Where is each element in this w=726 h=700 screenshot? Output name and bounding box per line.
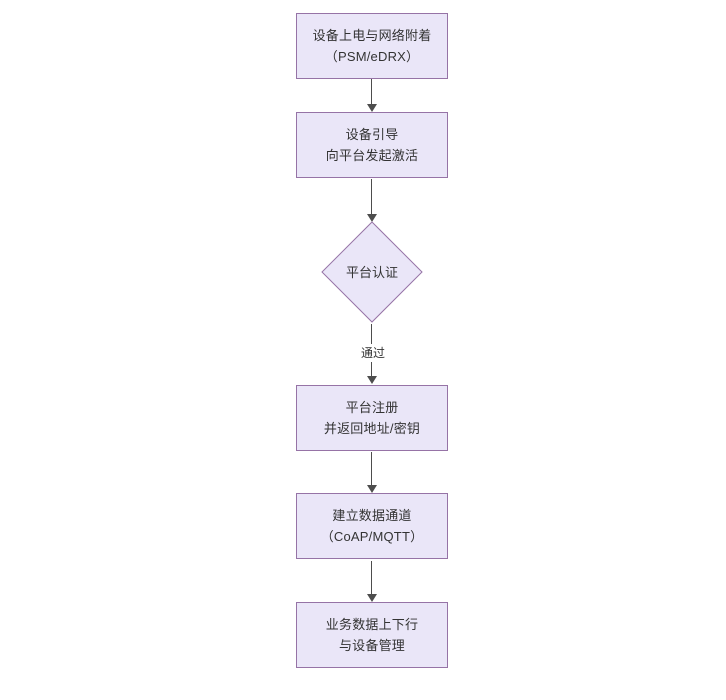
node-bootstrap-line2: 向平台发起激活 (325, 148, 419, 163)
node-data-channel[interactable]: 建立数据通道 （CoAP/MQTT） (296, 493, 448, 559)
connector-data-channel-to-business-data (371, 561, 372, 595)
node-data-channel-line1: 建立数据通道 (332, 508, 412, 523)
arrowhead-bootstrap (367, 104, 377, 112)
node-platform-register-line2: 并返回地址/密钥 (323, 421, 421, 436)
node-platform-register-line1: 平台注册 (345, 400, 399, 415)
connector-power-on-to-bootstrap (371, 79, 372, 105)
connector-bootstrap-to-platform-auth (371, 179, 372, 215)
connector-platform-register-to-data-channel (371, 452, 372, 486)
node-platform-register[interactable]: 平台注册 并返回地址/密钥 (296, 385, 448, 451)
node-bootstrap-line1: 设备引导 (345, 127, 399, 142)
node-business-data-line1: 业务数据上下行 (325, 617, 419, 632)
diamond-shape-icon (321, 221, 423, 323)
edge-label-pass: 通过 (358, 344, 389, 362)
node-platform-auth-label: 平台认证 (345, 264, 398, 280)
node-business-data[interactable]: 业务数据上下行 与设备管理 (296, 602, 448, 668)
node-platform-auth[interactable]: 平台认证 (321, 221, 423, 323)
arrowhead-business-data (367, 594, 377, 602)
arrowhead-platform-register (367, 376, 377, 384)
node-power-on-line2: （PSM/eDRX） (324, 49, 420, 64)
arrowhead-data-channel (367, 485, 377, 493)
node-bootstrap[interactable]: 设备引导 向平台发起激活 (296, 112, 448, 178)
node-data-channel-line2: （CoAP/MQTT） (320, 529, 424, 544)
node-power-on[interactable]: 设备上电与网络附着 （PSM/eDRX） (296, 13, 448, 79)
node-business-data-line2: 与设备管理 (338, 638, 405, 653)
node-power-on-line1: 设备上电与网络附着 (312, 28, 432, 43)
arrowhead-platform-auth (367, 214, 377, 222)
